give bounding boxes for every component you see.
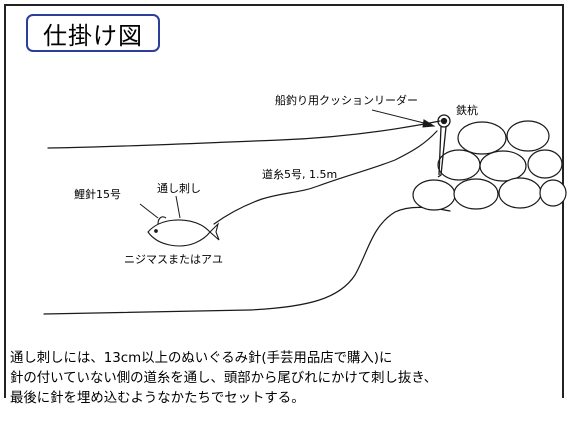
label-leader: 船釣り用クッションリーダー: [275, 93, 418, 107]
frame-line-top: [4, 4, 563, 6]
caption-line: 針の付いていない側の道糸を通し、頭部から尾びれにかけて刺し抜き、: [10, 371, 438, 386]
rock-pile: [412, 120, 567, 211]
leader-arrow: [371, 109, 436, 128]
frame-line-left: [4, 4, 6, 398]
pass-pointer: [175, 195, 181, 219]
label-bait: ニジマスまたはアユ: [124, 253, 223, 266]
caption: 通し刺しには、13cm以上のぬいぐるみ針(手芸用品店で購入)に 針の付いていない…: [10, 349, 568, 409]
bait-fish: [147, 216, 220, 247]
label-pass: 通し刺し: [157, 182, 201, 195]
iron-stake: [437, 114, 451, 178]
label-line: 道糸5号, 1.5m: [262, 167, 337, 181]
label-stake: 鉄杭: [456, 103, 478, 117]
caption-line: 最後に針を埋め込むようなかたちでセットする。: [10, 391, 305, 406]
main-line: [213, 130, 438, 225]
hook-pointer: [139, 203, 159, 219]
diagram-title: 仕掛け図: [26, 14, 160, 52]
bottom-line: [43, 206, 451, 315]
label-hook: 鯉針15号: [74, 187, 121, 201]
surface-line: [47, 120, 441, 149]
caption-line: 通し刺しには、13cm以上のぬいぐるみ針(手芸用品店で購入)に: [10, 351, 393, 366]
